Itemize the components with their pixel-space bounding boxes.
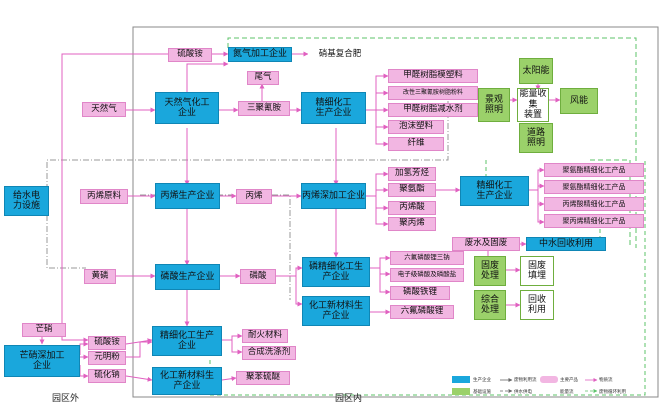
node-solid-waste-treatment: 固废 处理: [474, 256, 506, 286]
legend-product: 主要产品: [560, 378, 578, 383]
node-comprehensive-treatment: 综合 处理: [474, 290, 506, 320]
node-wastewater-solid-waste: 废水及固废: [452, 237, 520, 251]
node-ammonium-sulfate-2: 硫酸铵: [88, 336, 126, 350]
node-mirabilite: 芒硝: [22, 323, 66, 337]
green-dashed-loop: [227, 37, 637, 248]
node-product-pu-fine-chem-b: 聚氨酯精细化工产品: [544, 180, 644, 194]
legend-waste-recycle: 废物循环利用: [599, 390, 626, 395]
node-nitro-compound-fertilizer: 硝基复合肥: [308, 47, 372, 62]
node-product-fiber: 纤维: [388, 137, 444, 151]
node-product-polypropylene: 聚丙烯: [388, 217, 436, 231]
node-propylene-company: 丙烯生产企业: [155, 183, 220, 209]
node-product-foam-plastic: 泡沫塑料: [388, 120, 444, 134]
node-reclaimed-water: 中水回收利用: [526, 237, 606, 251]
node-product-lithium-iron-phosphate: 磷酸铁锂: [390, 286, 450, 300]
node-product-lipf6-trisodium: 六氟磷酸锂三钠: [390, 251, 464, 265]
node-fine-chem-company-1: 精细化工 生产企业: [301, 92, 366, 124]
node-melamine: 三聚氰胺: [238, 101, 290, 116]
legend-energy-flow: 能量流: [560, 390, 574, 395]
water-power-line-2: [46, 215, 86, 269]
water-power-line: [46, 100, 449, 190]
node-road-lighting: 道路 照明: [519, 123, 553, 153]
node-energy-collector: 能量收集 装置: [517, 88, 549, 122]
node-product-water-reducer: 甲醛树脂减水剂: [388, 103, 478, 117]
node-product-pu-fine-chem-a: 聚氨酯精细化工产品: [544, 163, 644, 177]
node-product-electronic-phosphoric: 电子级磷酸及磷酸盐: [390, 268, 464, 282]
node-water-power-facility: 给水电 力设施: [4, 186, 49, 216]
zone-inside-label: 园区内: [335, 394, 363, 404]
node-propylene-feedstock: 丙烯原料: [80, 189, 128, 204]
node-product-formaldehyde-molding: 甲醛树脂模塑料: [388, 69, 478, 83]
node-chem-new-material-2: 化工新材料生 产企业: [152, 367, 222, 395]
node-natural-gas: 天然气: [82, 102, 126, 117]
node-product-hydro-aromatics: 加氢芳烃: [388, 167, 436, 181]
node-phosphoric-acid-company: 磷酸生产企业: [155, 264, 220, 290]
node-phosphorus-fine-chem: 磷精细化工生 产企业: [302, 257, 370, 287]
node-ammonium-sulfate: 硫酸铵: [168, 48, 212, 62]
node-yellow-phosphorus: 黄磷: [84, 269, 116, 284]
park-boundary: [132, 26, 659, 398]
node-natural-gas-chem-company: 天然气化工 企业: [155, 92, 219, 124]
node-product-pp-fine-chem: 聚丙烯精细化工产品: [544, 214, 644, 228]
node-tail-gas: 尾气: [247, 71, 279, 85]
legend-material-flow: 物质流: [599, 378, 613, 383]
legend-swatch-product: [540, 376, 558, 383]
node-propylene-deep-processing: 丙烯深加工企业: [301, 183, 366, 209]
legend-swatch-company: [452, 376, 470, 383]
node-product-modified-melamine-powder: 改性三聚氰胺树脂粉料: [388, 86, 478, 100]
node-sodium-sulfide: 硫化钠: [88, 369, 126, 383]
node-solid-waste-landfill: 固废 填埋: [520, 256, 554, 286]
node-sodium-sulfate: 元明粉: [88, 351, 126, 365]
node-fine-chem-company-2: 精细化工 生产企业: [460, 176, 529, 206]
node-polyphenylene-sulfide: 聚苯硫醚: [236, 371, 290, 385]
node-recycling: 回收 利用: [520, 290, 554, 320]
node-landscape-lighting: 景观 照明: [478, 88, 510, 122]
node-propylene: 丙烯: [236, 189, 272, 204]
node-phosphoric-acid: 磷酸: [240, 269, 276, 284]
node-product-acrylic-acid: 丙烯酸: [388, 201, 436, 215]
node-refractory-material: 耐火材料: [242, 329, 288, 343]
zone-outside-label: 园区外: [52, 394, 80, 404]
node-synthetic-detergent: 合成洗涤剂: [242, 346, 296, 360]
legend-swatch-infra: [452, 388, 470, 395]
node-product-acrylic-fine-chem: 丙烯酸精细化工产品: [544, 197, 644, 211]
node-chem-new-material-1: 化工新材料生 产企业: [302, 296, 370, 326]
node-fine-chem-company-3: 精细化工生产 企业: [152, 326, 222, 356]
legend-infra: 基础设施: [473, 390, 491, 395]
legend-waste-flow: 废物利用流: [514, 378, 537, 383]
node-solar-energy: 太阳能: [519, 58, 553, 84]
legend-water-power: 供水供电: [514, 390, 532, 395]
node-mirabilite-processing: 芒硝深加工 企业: [4, 345, 80, 377]
node-product-lithium-hexafluorophosphate: 六氟磷酸锂: [390, 305, 454, 319]
node-nitrogen-processing: 氮气加工企业: [228, 47, 292, 62]
node-product-polyurethane: 聚氨酯: [388, 183, 436, 197]
node-wind-energy: 风能: [560, 88, 598, 114]
legend-company: 生产企业: [473, 378, 491, 383]
